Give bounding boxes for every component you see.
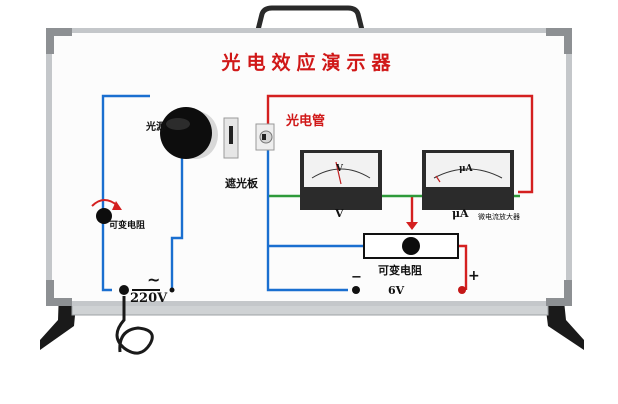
- ac-symbol: ~: [147, 270, 161, 289]
- voltmeter-scale: [311, 168, 371, 179]
- bottom-resistor-label: 可变电阻: [378, 264, 422, 277]
- light-source-highlight: [166, 118, 190, 130]
- corner-top-right: [546, 28, 572, 54]
- microammeter-face-unit: μA: [459, 164, 473, 174]
- bottom-rail: [71, 304, 549, 316]
- carry-handle[interactable]: [255, 5, 365, 31]
- microammeter-needle: [435, 175, 441, 183]
- light-source-label: 光源: [146, 122, 166, 133]
- dc-minus-terminal[interactable]: [352, 286, 360, 294]
- microammeter-panel-label: μA: [452, 207, 469, 220]
- left-resistor-knob[interactable]: [96, 208, 112, 224]
- wire-blue-left: [101, 94, 150, 292]
- shutter-label: 遮光板: [225, 176, 258, 191]
- corner-bottom-right: [546, 280, 572, 306]
- ac-node: [169, 287, 175, 293]
- rotate-arrow-head: [112, 201, 122, 210]
- voltmeter-needle: [335, 161, 342, 185]
- variable-resistor-knob[interactable]: [402, 237, 420, 255]
- board-title: 光电效应演示器: [221, 52, 397, 74]
- phototube-label: 光电管: [286, 114, 326, 129]
- wire-red-bottom: [458, 244, 468, 290]
- corner-bottom-left: [46, 280, 72, 306]
- ac-voltage-label: 220V: [130, 291, 168, 306]
- dc-voltage-label: 6V: [388, 284, 405, 297]
- arrow-red: [406, 222, 418, 230]
- plus-sign: +: [468, 268, 480, 284]
- minus-sign: −: [351, 270, 362, 285]
- wire-blue-center: [170, 148, 184, 290]
- ac-terminal[interactable]: [119, 285, 129, 295]
- corner-top-left: [46, 28, 72, 54]
- shutter-slot: [229, 126, 233, 144]
- light-source[interactable]: [160, 107, 212, 159]
- left-resistor-label: 可变电阻: [109, 220, 145, 232]
- power-cord: [115, 296, 154, 355]
- voltmeter-panel-label: V: [335, 207, 344, 220]
- voltmeter-face-unit: V: [336, 164, 343, 174]
- microammeter-scale: [433, 168, 503, 179]
- dc-plus-terminal[interactable]: [458, 286, 466, 294]
- amplifier-label: 微电流放大器: [478, 213, 520, 221]
- phototube-window: [262, 134, 266, 140]
